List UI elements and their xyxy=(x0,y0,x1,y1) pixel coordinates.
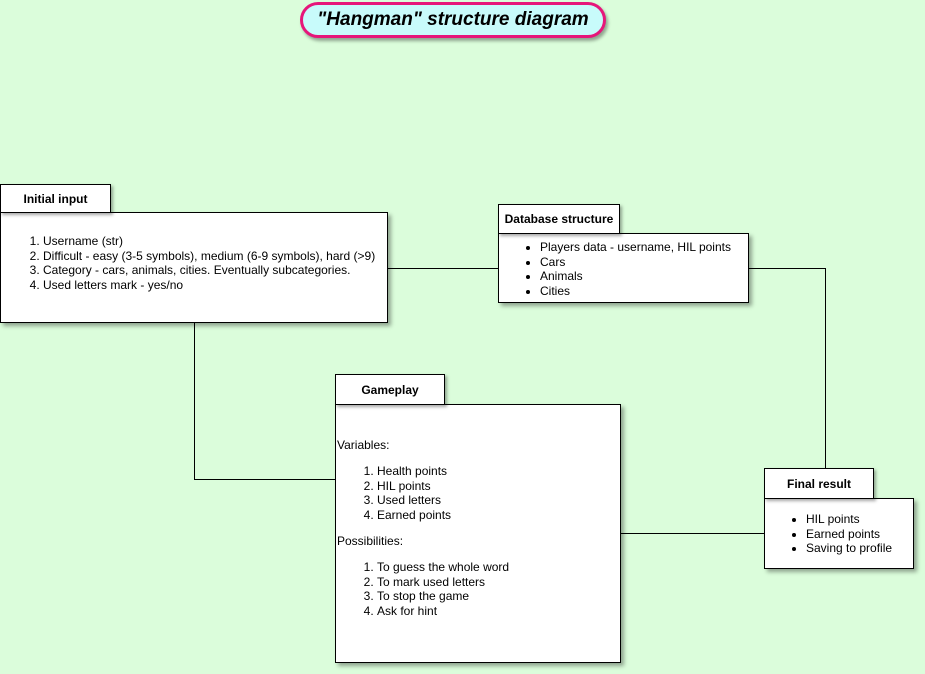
database-structure-item: Cars xyxy=(540,255,745,270)
gameplay-tab-label: Gameplay xyxy=(361,382,419,397)
gameplay-variable-item: Health points xyxy=(377,464,617,479)
gameplay-variable-item: Used letters xyxy=(377,493,617,508)
database-structure-tab: Database structure xyxy=(498,204,620,234)
database-structure-item: Cities xyxy=(540,284,745,299)
database-structure-tab-label: Database structure xyxy=(504,212,614,226)
gameplay-possibilities-list: To guess the whole word To mark used let… xyxy=(377,560,617,618)
final-result-tab-label: Final result xyxy=(786,476,851,491)
gameplay-variables-list: Health points HIL points Used letters Ea… xyxy=(377,464,617,522)
connector-database-to-final xyxy=(749,268,826,469)
initial-input-item: Category - cars, animals, cities. Eventu… xyxy=(43,263,383,278)
gameplay-variables-heading: Variables: xyxy=(337,438,390,452)
initial-input-tab: Initial input xyxy=(0,184,111,213)
final-result-tab: Final result xyxy=(764,468,874,499)
diagram-title: "Hangman" structure diagram xyxy=(300,2,606,38)
final-result-list: HIL points Earned points Saving to profi… xyxy=(806,512,911,556)
final-result-item: Earned points xyxy=(806,527,911,542)
initial-input-panel: Username (str) Difficult - easy (3-5 sym… xyxy=(0,212,388,323)
initial-input-tab-label: Initial input xyxy=(23,191,88,206)
gameplay-possibilities-heading: Possibilities: xyxy=(337,534,404,548)
final-result-item: HIL points xyxy=(806,512,911,527)
initial-input-item: Difficult - easy (3-5 symbols), medium (… xyxy=(43,249,383,264)
gameplay-possibility-item: To guess the whole word xyxy=(377,560,617,575)
gameplay-possibility-item: To mark used letters xyxy=(377,575,617,590)
final-result-panel: HIL points Earned points Saving to profi… xyxy=(764,498,914,569)
initial-input-list: Username (str) Difficult - easy (3-5 sym… xyxy=(43,234,383,292)
gameplay-tab: Gameplay xyxy=(335,374,445,405)
gameplay-possibility-item: To stop the game xyxy=(377,589,617,604)
connector-initial-to-gameplay xyxy=(194,323,335,480)
final-result-item: Saving to profile xyxy=(806,541,911,556)
gameplay-possibility-item: Ask for hint xyxy=(377,604,617,619)
database-structure-item: Animals xyxy=(540,269,745,284)
database-structure-item: Players data - username, HIL points xyxy=(540,240,745,255)
gameplay-variable-item: Earned points xyxy=(377,508,617,523)
initial-input-item: Username (str) xyxy=(43,234,383,249)
database-structure-list: Players data - username, HIL points Cars… xyxy=(540,240,745,298)
database-structure-panel: Players data - username, HIL points Cars… xyxy=(498,233,749,303)
gameplay-panel: Variables: Health points HIL points Used… xyxy=(335,404,621,663)
initial-input-item: Used letters mark - yes/no xyxy=(43,278,383,293)
gameplay-variable-item: HIL points xyxy=(377,479,617,494)
